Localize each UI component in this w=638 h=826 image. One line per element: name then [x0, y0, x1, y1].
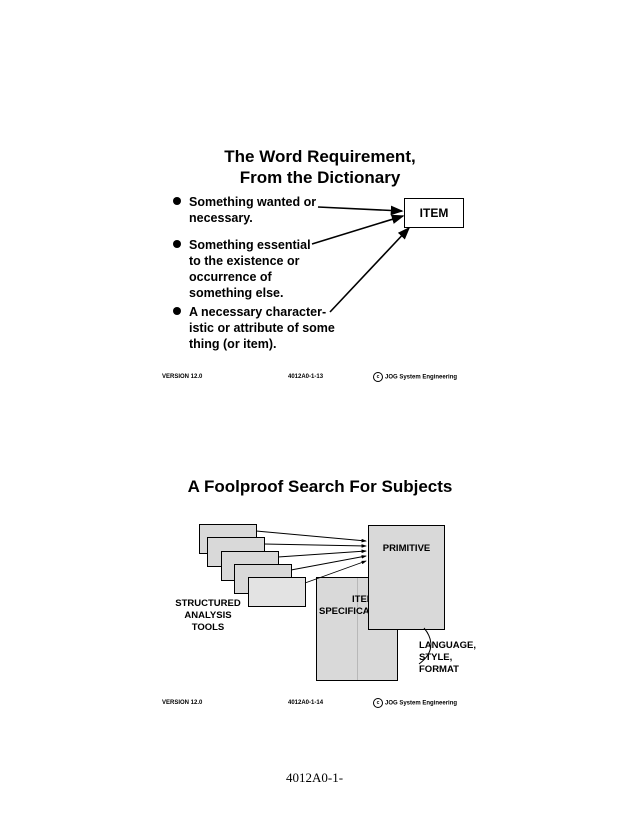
- lsf-label: LANGUAGE, STYLE, FORMAT: [419, 640, 476, 676]
- bullet-3-line: thing (or item).: [189, 337, 277, 351]
- slide1-title-line2: From the Dictionary: [239, 168, 401, 187]
- slide2-footer-code: 4012A0-1-14: [288, 700, 324, 706]
- doc-arrow-2: [263, 543, 367, 548]
- primitive-box: PRIMITIVE: [368, 525, 445, 630]
- bullet-dot-3: [173, 307, 181, 315]
- stacked-doc-5: [248, 577, 306, 607]
- bullet-1: Something wanted or necessary.: [189, 194, 316, 226]
- slide1-footer-version: VERSION 12.0: [162, 374, 203, 380]
- arrow-3: [329, 226, 411, 313]
- sa-tools-line: ANALYSIS: [184, 610, 232, 621]
- copyright-icon: c: [373, 372, 383, 382]
- slide2-footer-version: VERSION 12.0: [162, 700, 203, 706]
- item-spec-line2: SPECIFICA: [319, 606, 370, 617]
- bullet-2-line: to the existence or: [189, 254, 300, 268]
- slide1-footer-code: 4012A0-1-13: [288, 374, 324, 380]
- bullet-2-line: occurrence of: [189, 270, 272, 284]
- bullet-1-line: Something wanted or: [189, 195, 317, 209]
- item-spec-divider: [357, 578, 358, 680]
- arrow-1: [317, 205, 404, 216]
- bullet-1-line: necessary.: [189, 211, 253, 225]
- sa-tools-label: STRUCTURED ANALYSIS TOOLS: [166, 598, 250, 634]
- sa-tools-line: TOOLS: [191, 622, 225, 633]
- doc-arrow-4: [290, 555, 367, 571]
- doc-arrow-3: [277, 549, 367, 558]
- bullet-dot-1: [173, 197, 181, 205]
- slide1-title: The Word Requirement, From the Dictionar…: [200, 146, 440, 188]
- doc-arrow-1: [255, 530, 367, 543]
- doc-arrow-5: [304, 560, 367, 584]
- item-spec-label: ITEM SPECIFICA: [316, 594, 386, 618]
- page-number: 4012A0-1-: [286, 770, 344, 785]
- copyright-text: JOG System Engineering: [385, 700, 458, 707]
- bullet-2-line: Something essential: [189, 238, 311, 252]
- lsf-line: STYLE,: [419, 652, 453, 663]
- sa-tools-line: STRUCTURED: [175, 598, 241, 609]
- lsf-line: FORMAT: [419, 664, 459, 675]
- item-box: ITEM: [404, 198, 464, 228]
- slide2-title: A Foolproof Search For Subjects: [187, 477, 453, 496]
- bullet-2: Something essential to the existence or …: [189, 237, 311, 301]
- slide1-title-line1: The Word Requirement,: [224, 147, 416, 166]
- bullet-2-line: something else.: [189, 286, 284, 300]
- primitive-label: PRIMITIVE: [382, 543, 431, 554]
- copyright-icon: c: [373, 698, 383, 708]
- lsf-line: LANGUAGE,: [419, 640, 476, 651]
- item-spec-line1: ITEM: [352, 594, 375, 605]
- bullet-dot-2: [173, 240, 181, 248]
- copyright-text: JOG System Engineering: [385, 374, 458, 381]
- bullet-3: A necessary character- istic or attribut…: [189, 304, 335, 352]
- item-label: ITEM: [419, 206, 449, 220]
- lsf-curve: [418, 627, 432, 665]
- bullet-3-line: istic or attribute of some: [189, 321, 335, 335]
- bullet-3-line: A necessary character-: [189, 305, 327, 319]
- arrow-2: [311, 214, 405, 245]
